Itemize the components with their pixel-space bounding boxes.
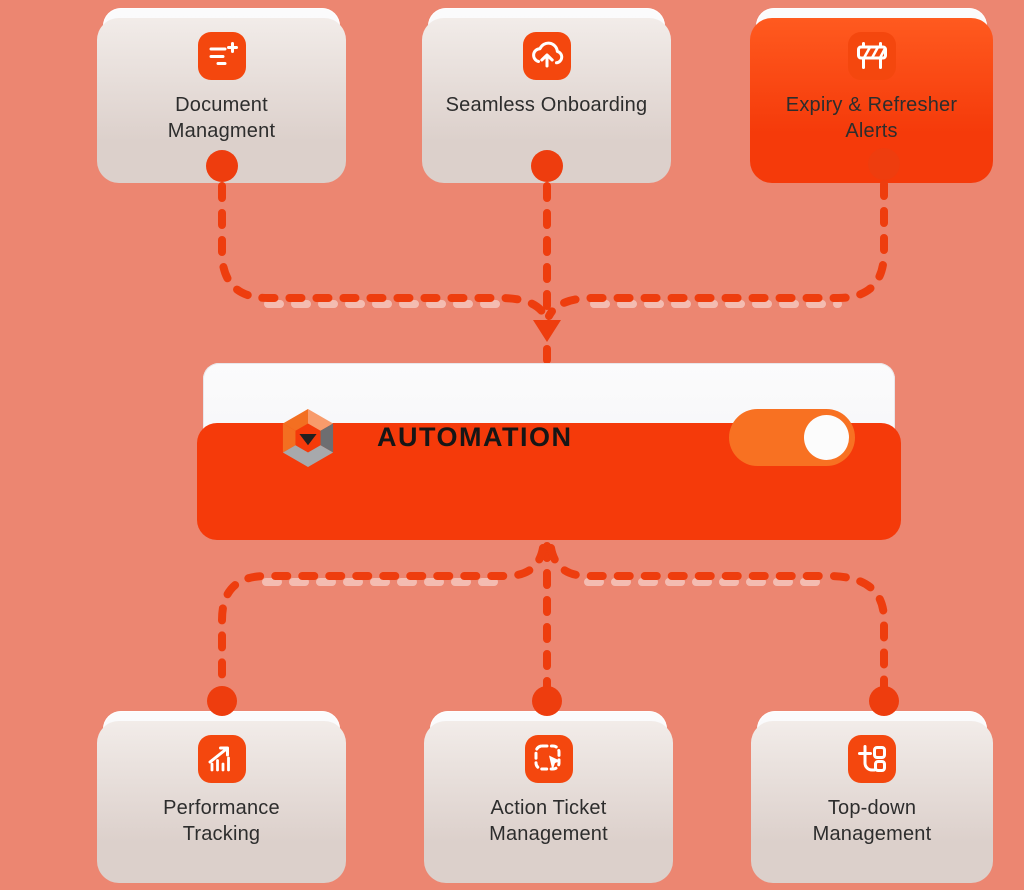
barrier-icon xyxy=(847,32,896,80)
card-performance-tracking: Performance Tracking xyxy=(97,711,346,883)
card-label: Seamless Onboarding xyxy=(445,94,648,116)
card-label: Top-down Management xyxy=(812,797,932,845)
card-label: Performance Tracking xyxy=(163,797,280,845)
hierarchy-icon xyxy=(848,735,896,783)
select-cursor-icon xyxy=(524,735,573,783)
card-document-management: Document Managment xyxy=(97,8,346,183)
chart-growth-icon xyxy=(197,735,246,783)
automation-toggle[interactable] xyxy=(729,409,855,466)
card-label: Action Ticket Management xyxy=(489,797,608,845)
card-action-ticket-management: Action Ticket Management xyxy=(424,711,673,883)
card-label: Expiry & Refresher Alerts xyxy=(785,94,958,142)
card-top-down-management: Top-down Management xyxy=(751,711,993,883)
down-arrowhead xyxy=(533,320,561,342)
hexagon-h-logo xyxy=(282,408,334,467)
cloud-upload-icon xyxy=(522,32,571,80)
toggle-knob[interactable] xyxy=(804,415,849,460)
card-seamless-onboarding: Seamless Onboarding xyxy=(422,8,671,183)
automation-bar: AUTOMATION xyxy=(197,363,901,540)
card-label: Document Managment xyxy=(167,94,276,142)
card-expiry-refresher-alerts: Expiry & Refresher Alerts xyxy=(750,8,993,183)
automation-title: AUTOMATION xyxy=(377,422,573,452)
document-filter-plus-icon xyxy=(197,32,246,80)
